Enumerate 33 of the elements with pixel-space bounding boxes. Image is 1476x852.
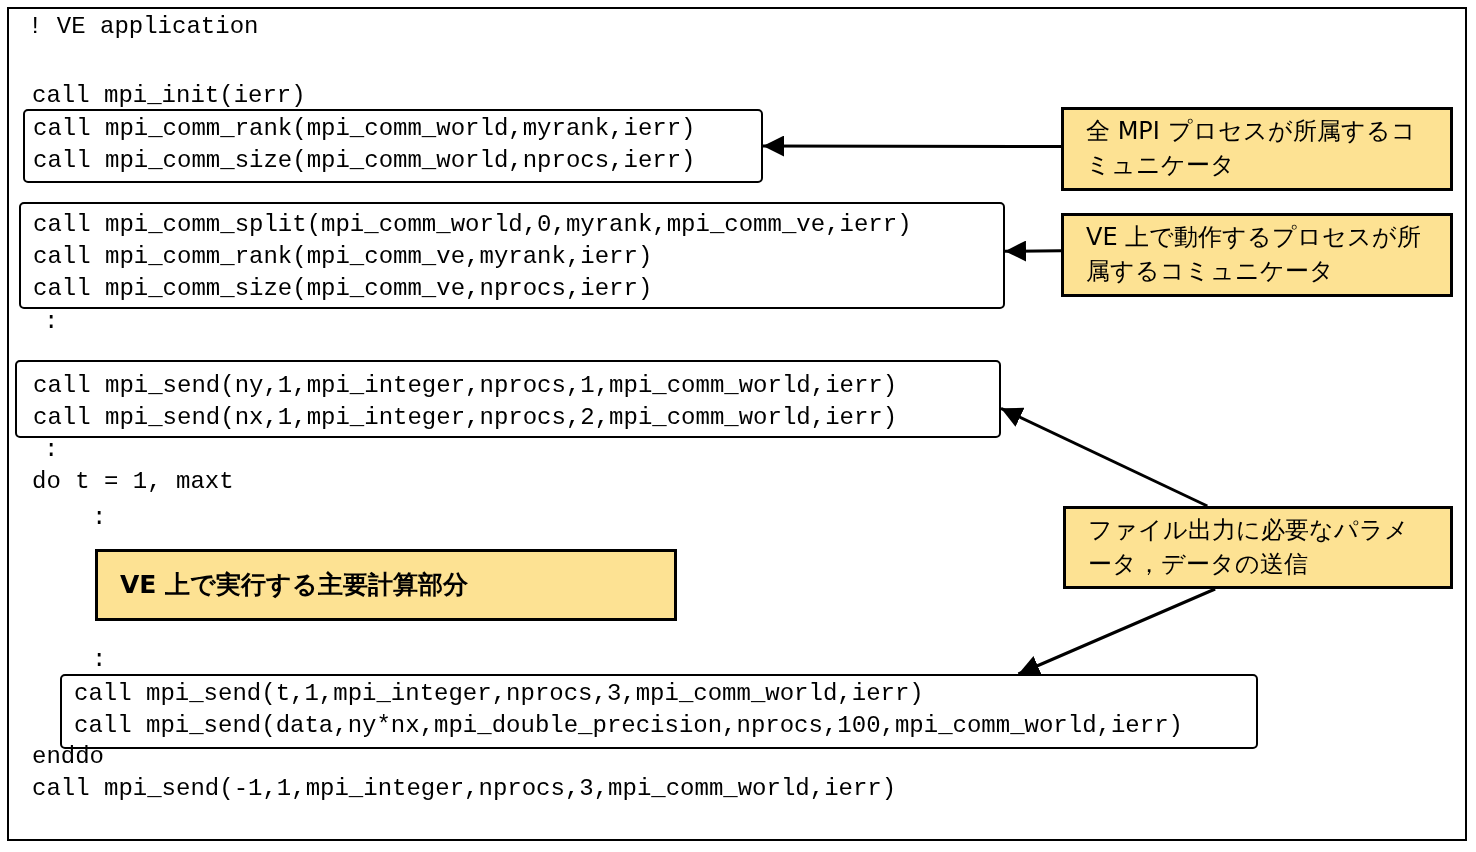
code-line: : xyxy=(92,503,107,533)
code-line: call mpi_send(-1,1,mpi_integer,nprocs,3,mpi_comm_world,ierr) xyxy=(32,774,897,804)
code-line: : xyxy=(44,435,59,465)
note-text: ファイル出力に必要なパラメータ，データの送信 xyxy=(1088,516,1409,578)
code-line: ! VE application xyxy=(28,12,259,42)
code-line: : xyxy=(44,307,59,337)
code-line: : xyxy=(92,645,107,675)
code-box xyxy=(23,109,763,183)
note-box xyxy=(1063,506,1453,589)
code-box xyxy=(15,360,1001,438)
code-line: call mpi_comm_split(mpi_comm_world,0,myrank,mpi_comm_ve,ierr) xyxy=(33,210,912,240)
note-box xyxy=(1061,213,1453,297)
note-box xyxy=(95,549,677,621)
note-box xyxy=(1061,107,1453,191)
code-line: call mpi_send(ny,1,mpi_integer,nprocs,1,mpi_comm_world,ierr) xyxy=(33,371,898,401)
code-line: call mpi_comm_rank(mpi_comm_world,myrank,ierr) xyxy=(33,114,696,144)
note-text: VE 上で動作するプロセスが所属するコミュニケータ xyxy=(1086,223,1422,285)
arrow xyxy=(1017,587,1216,676)
code-line: do t = 1, maxt xyxy=(32,467,234,497)
code-line: call mpi_comm_rank(mpi_comm_ve,myrank,ierr) xyxy=(33,242,653,272)
code-line: call mpi_send(data,ny*nx,mpi_double_precision,nprocs,100,mpi_comm_world,ierr) xyxy=(74,711,1183,741)
code-line: enddo xyxy=(32,742,104,772)
code-line: call mpi_comm_size(mpi_comm_world,nprocs,ierr) xyxy=(33,146,696,176)
code-box xyxy=(19,202,1005,309)
arrow xyxy=(1005,240,1061,262)
code-line: call mpi_send(nx,1,mpi_integer,nprocs,2,mpi_comm_world,ierr) xyxy=(33,403,898,433)
arrow xyxy=(1000,407,1208,508)
note-text: VE 上で実行する主要計算部分 xyxy=(120,569,469,601)
note-text: 全 MPI プロセスが所属するコミュニケータ xyxy=(1086,117,1416,179)
code-line: call mpi_init(ierr) xyxy=(32,81,306,111)
arrow xyxy=(763,135,1061,157)
code-line: call mpi_comm_size(mpi_comm_ve,nprocs,ierr) xyxy=(33,274,653,304)
code-line: call mpi_send(t,1,mpi_integer,nprocs,3,mpi_comm_world,ierr) xyxy=(74,679,924,709)
